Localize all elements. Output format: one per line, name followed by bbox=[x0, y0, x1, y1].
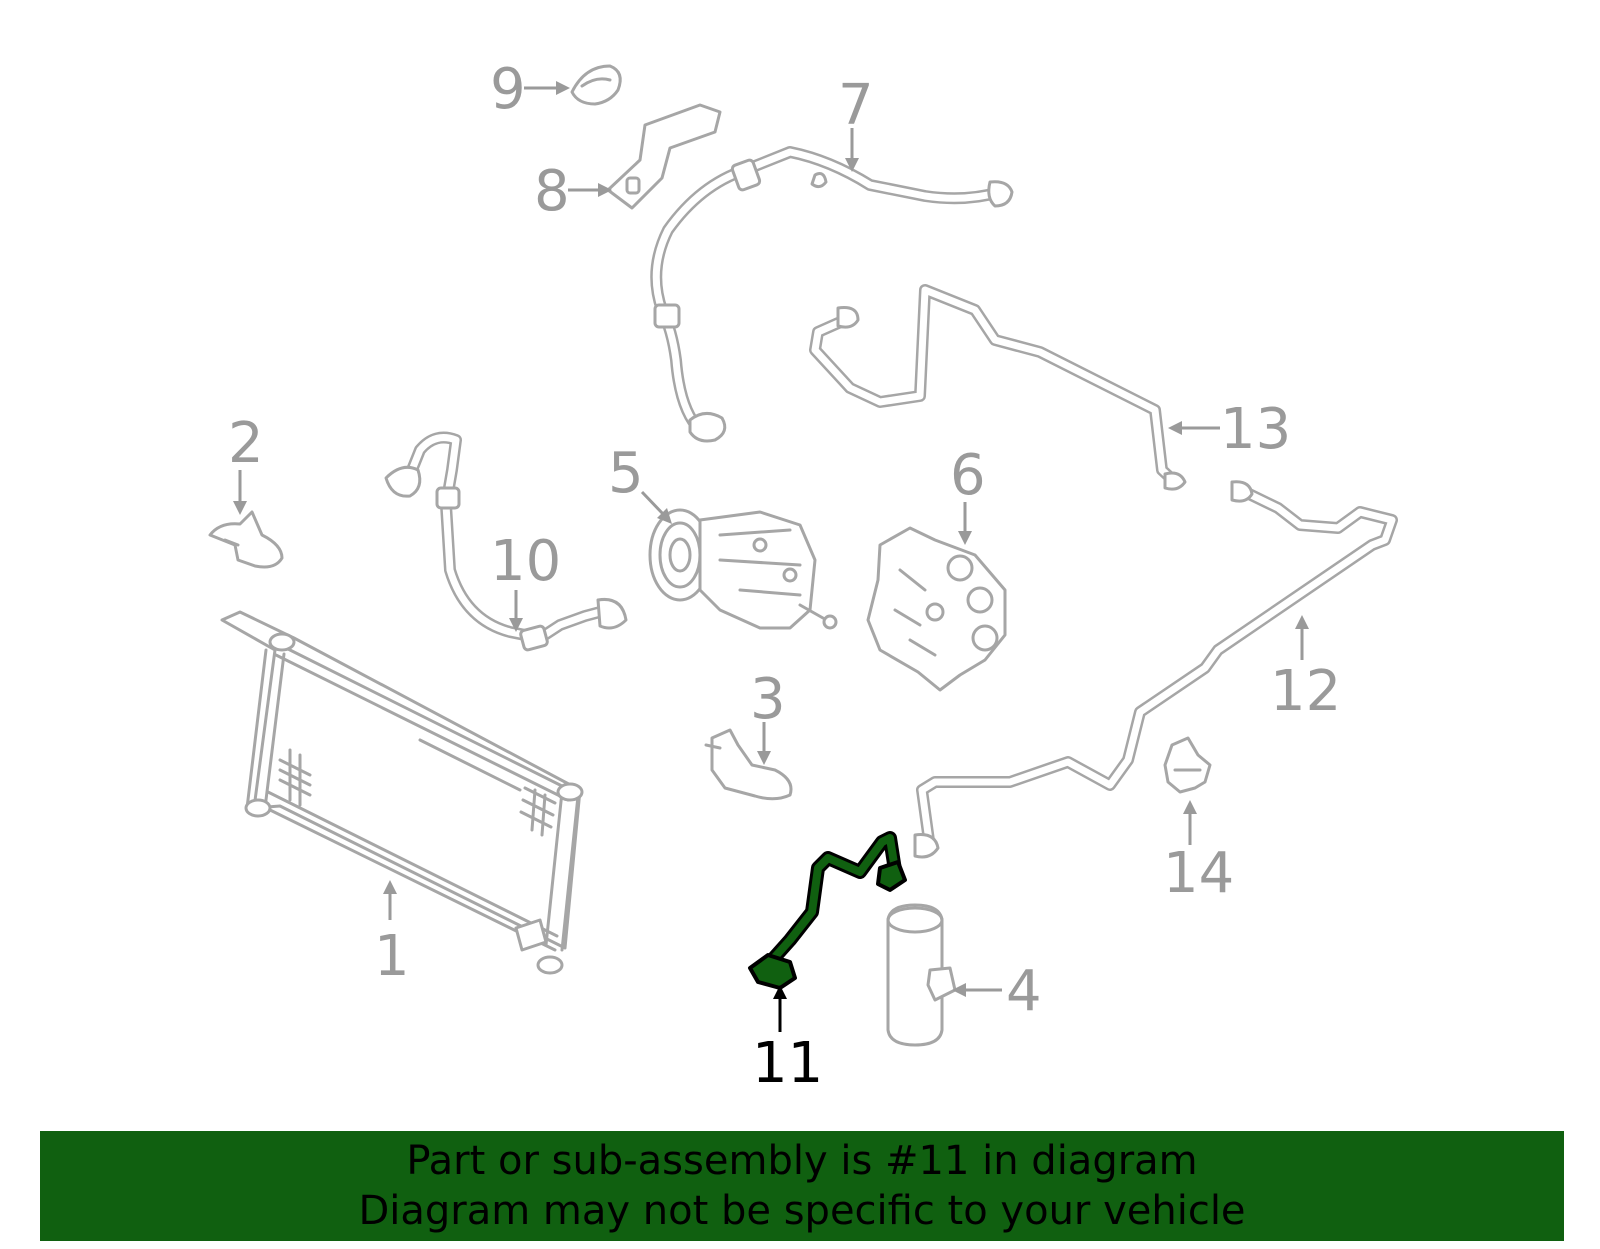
callout-label-8: 8 bbox=[534, 159, 570, 224]
footer-line-part-number: Part or sub-assembly is #11 in diagram bbox=[406, 1138, 1198, 1184]
callout-label-11: 11 bbox=[752, 1031, 823, 1096]
callout-label-7: 7 bbox=[838, 73, 874, 138]
callout-5-arrow bbox=[640, 490, 666, 517]
part-4-receiver-drier[interactable] bbox=[886, 903, 957, 1047]
callout-labels: 9 8 7 13 2 5 6 10 12 3 1 14 4 11 bbox=[228, 57, 1341, 1096]
callout-arrows bbox=[233, 81, 1309, 1032]
part-1-condenser[interactable] bbox=[220, 610, 584, 975]
part-7-hose[interactable] bbox=[650, 146, 1014, 443]
callout-label-2: 2 bbox=[228, 411, 264, 476]
callout-label-5: 5 bbox=[608, 441, 644, 506]
part-11-tube-highlighted[interactable] bbox=[748, 831, 907, 990]
callout-label-10: 10 bbox=[490, 529, 561, 594]
callout-label-12: 12 bbox=[1270, 659, 1341, 724]
part-12-tube[interactable] bbox=[913, 480, 1398, 859]
part-5-compressor[interactable] bbox=[648, 508, 838, 630]
part-8-bracket[interactable] bbox=[606, 103, 722, 210]
callout-label-1: 1 bbox=[374, 924, 410, 989]
callout-label-13: 13 bbox=[1220, 397, 1291, 462]
part-6-mount-bracket[interactable] bbox=[866, 526, 1007, 692]
footer-line-disclaimer: Diagram may not be specific to your vehi… bbox=[358, 1188, 1246, 1234]
footer-banner: Part or sub-assembly is #11 in diagram D… bbox=[40, 1131, 1564, 1241]
callout-label-3: 3 bbox=[750, 667, 786, 732]
callout-label-6: 6 bbox=[950, 443, 986, 508]
part-13-tube[interactable] bbox=[809, 284, 1187, 491]
part-9-cap[interactable] bbox=[570, 64, 622, 106]
part-10-hose[interactable] bbox=[384, 431, 628, 652]
callout-label-9: 9 bbox=[490, 57, 526, 122]
callout-label-4: 4 bbox=[1006, 959, 1042, 1024]
parts-diagram: 9 8 7 13 2 5 6 10 12 3 1 14 4 11 bbox=[208, 57, 1398, 1096]
part-3-bracket[interactable] bbox=[704, 728, 793, 801]
part-14-clip[interactable] bbox=[1163, 736, 1212, 794]
part-2-bracket[interactable] bbox=[208, 510, 284, 569]
callout-label-14: 14 bbox=[1163, 841, 1234, 906]
